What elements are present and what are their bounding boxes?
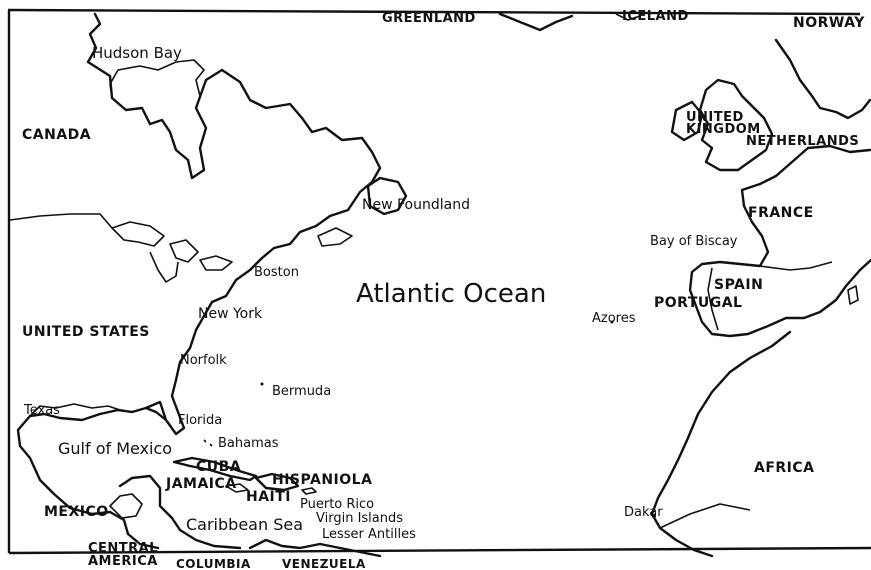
label-norfolk: Norfolk xyxy=(180,353,227,368)
dakar-dot xyxy=(652,514,656,518)
nova-scotia xyxy=(317,227,353,247)
label-new-foundland: New Foundland xyxy=(362,197,470,213)
label-puerto-rico: Puerto Rico xyxy=(300,497,374,512)
label-france: FRANCE xyxy=(748,205,814,221)
label-spain: SPAIN xyxy=(714,277,763,293)
puerto-rico-island xyxy=(301,487,317,495)
florida-peninsula xyxy=(144,406,168,422)
label-haiti: HAITI xyxy=(246,489,291,505)
label-united: UNITED xyxy=(686,110,744,125)
label-hudson-bay: Hudson Bay xyxy=(92,44,182,62)
mediterranean-islands xyxy=(847,285,859,305)
label-boston: Boston xyxy=(254,265,299,280)
label-america: AMERICA xyxy=(88,554,158,569)
newfoundland-outline xyxy=(366,176,408,216)
label-dakar: Dakar xyxy=(624,505,663,520)
label-caribbean-sea: Caribbean Sea xyxy=(186,515,303,534)
north-america-coastline xyxy=(16,12,382,550)
label-portugal: PORTUGAL xyxy=(654,295,742,311)
us-canada-border xyxy=(9,213,113,229)
label-norway: NORWAY xyxy=(793,15,865,31)
label-netherlands: NETHERLANDS xyxy=(746,134,859,149)
yucatan xyxy=(109,493,143,519)
label-bermuda: Bermuda xyxy=(272,384,331,399)
hispaniola-island xyxy=(254,472,300,492)
europe-coast xyxy=(688,144,871,338)
label-azores: Azores xyxy=(592,311,636,326)
label-texas: Texas xyxy=(23,403,60,418)
label-greenland: GREENLAND xyxy=(382,11,476,26)
label-bahamas: Bahamas xyxy=(218,436,279,451)
label-united-states: UNITED STATES xyxy=(22,324,150,340)
great-britain xyxy=(698,78,774,172)
label-new-york: New York xyxy=(198,306,263,322)
label-iceland: ICELAND xyxy=(622,9,689,24)
label-columbia: COLUMBIA xyxy=(176,557,251,570)
map-frame-top xyxy=(7,8,861,16)
label-bay-of-biscay: Bay of Biscay xyxy=(650,234,738,249)
africa-coast xyxy=(650,330,792,558)
france-spain-border xyxy=(759,261,833,271)
label-venezuela: VENEZUELA xyxy=(282,557,366,570)
label-virgin-islands: Virgin Islands xyxy=(316,511,403,526)
africa-interior-line xyxy=(659,503,751,529)
central-america-coast xyxy=(118,474,242,550)
label-gulf-of-mexico: Gulf of Mexico xyxy=(58,439,172,458)
azores-dot xyxy=(610,320,614,324)
spain-portugal-border xyxy=(707,267,719,331)
south-america-coast xyxy=(248,538,382,558)
bahamas-islands xyxy=(203,439,213,447)
norway-coast xyxy=(774,38,871,120)
label-atlantic-ocean: Atlantic Ocean xyxy=(356,279,546,309)
label-kingdom: KINGDOM xyxy=(686,122,761,137)
label-central: CENTRAL xyxy=(88,541,158,556)
gulf-coast xyxy=(29,403,121,417)
map-frame-bottom xyxy=(8,546,871,555)
great-lakes-lower xyxy=(149,251,179,283)
hudson-bay-outline xyxy=(109,59,205,109)
greenland-coast xyxy=(498,12,574,32)
cuba-island xyxy=(172,456,258,482)
label-hispaniola: HISPANIOLA xyxy=(272,472,372,488)
label-africa: AFRICA xyxy=(754,460,815,476)
label-canada: CANADA xyxy=(22,127,91,143)
label-lesser-antilles: Lesser Antilles xyxy=(322,527,416,542)
ireland xyxy=(670,100,704,142)
label-cuba: CUBA xyxy=(196,459,241,475)
iceland-coast xyxy=(615,13,641,21)
jamaica-island xyxy=(225,483,249,493)
label-jamaica: JAMAICA xyxy=(165,476,237,492)
label-mexico: MEXICO xyxy=(44,504,109,520)
great-lakes xyxy=(111,221,233,271)
bermuda-dot xyxy=(260,382,264,386)
label-florida: Florida xyxy=(178,413,222,428)
